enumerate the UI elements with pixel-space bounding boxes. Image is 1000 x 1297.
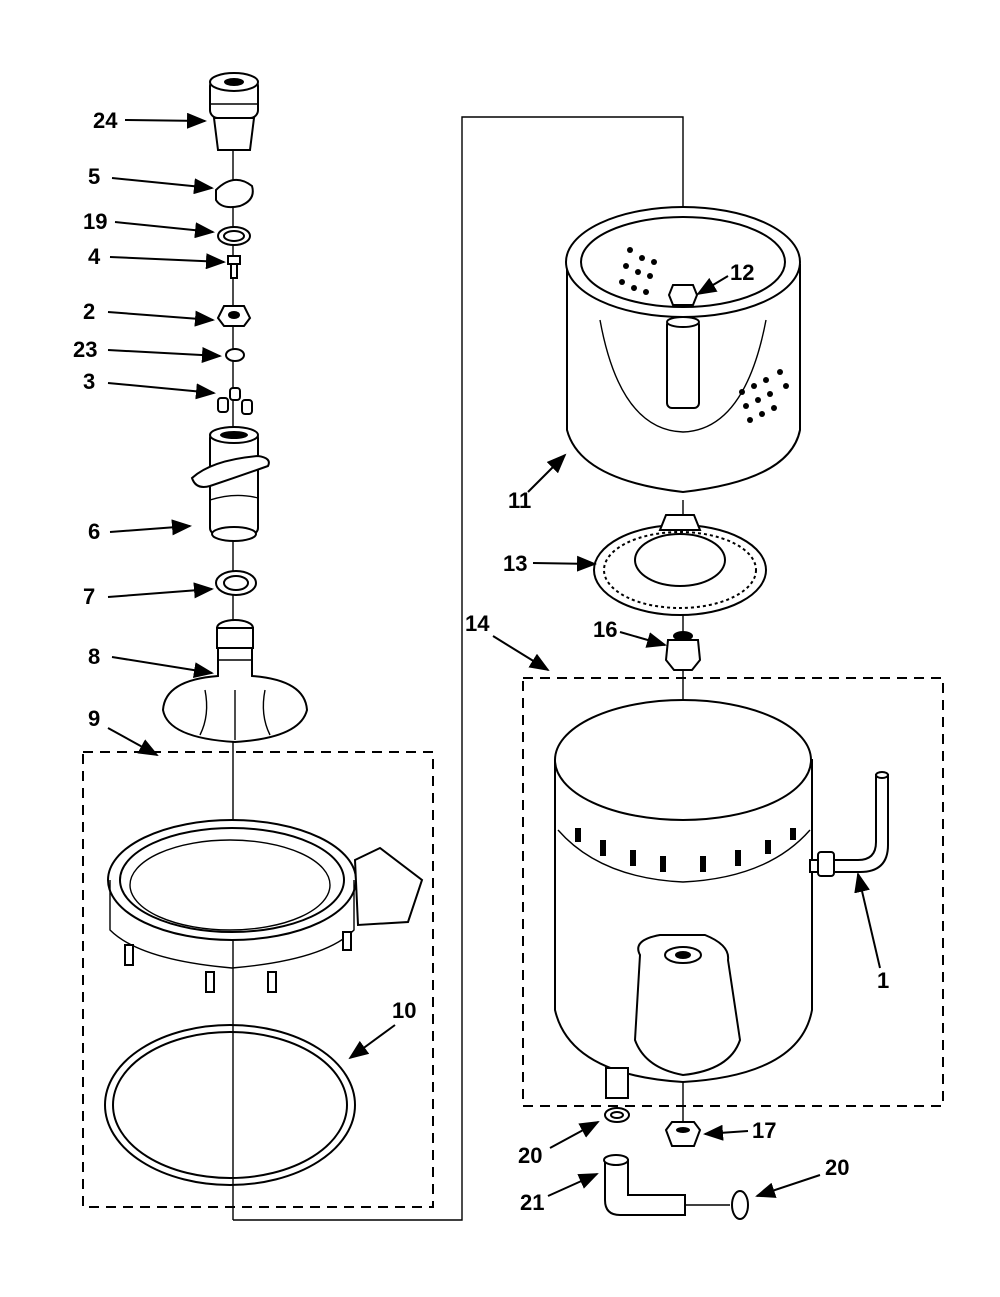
svg-text:8: 8: [88, 644, 100, 669]
callout-20-upper: 20: [518, 1121, 600, 1168]
hub-nut-part-16: [664, 631, 702, 671]
svg-text:16: 16: [593, 617, 617, 642]
svg-text:13: 13: [503, 551, 527, 576]
svg-text:5: 5: [88, 164, 100, 189]
callout-14: 14: [465, 611, 550, 672]
svg-text:9: 9: [88, 706, 100, 731]
callout-1: 1: [854, 872, 889, 993]
svg-text:14: 14: [465, 611, 490, 636]
svg-text:2: 2: [83, 299, 95, 324]
clamp-part-20-lower: [731, 1190, 749, 1220]
svg-text:3: 3: [83, 369, 95, 394]
auger-part-6: [190, 426, 270, 542]
callout-13: 13: [503, 551, 597, 576]
outer-tub-part-14: [554, 699, 813, 1084]
bolt-part-4: [227, 255, 241, 279]
callout-9: 9: [88, 706, 159, 756]
nut-part-2: [216, 305, 252, 327]
svg-text:12: 12: [730, 260, 754, 285]
agitator-base-part-8: [161, 619, 309, 744]
callout-23: 23: [73, 337, 222, 364]
assembly-box-9: [82, 751, 434, 1208]
dog-part-3: [217, 387, 253, 415]
svg-text:11: 11: [508, 488, 531, 513]
svg-text:1: 1: [877, 968, 889, 993]
callout-12: 12: [696, 260, 754, 296]
callout-5: 5: [88, 164, 214, 195]
svg-text:21: 21: [520, 1190, 544, 1215]
callout-4: 4: [88, 244, 226, 270]
callout-6: 6: [88, 519, 192, 544]
bearing-part-7: [215, 570, 257, 596]
callout-17: 17: [703, 1118, 776, 1143]
svg-text:19: 19: [83, 209, 107, 234]
svg-text:6: 6: [88, 519, 100, 544]
elbow-hose-part-21: [603, 1154, 730, 1216]
clamp-part-20-upper: [604, 1107, 630, 1123]
washer-part-23: [225, 348, 245, 362]
nut-part-17: [664, 1121, 702, 1147]
svg-text:17: 17: [752, 1118, 776, 1143]
wash-basket-part-11: [565, 206, 801, 494]
callout-24: 24: [93, 108, 207, 133]
callout-7: 7: [83, 582, 214, 609]
callout-11: 11: [508, 453, 567, 513]
svg-text:23: 23: [73, 337, 97, 362]
callout-10: 10: [348, 998, 416, 1060]
cam-part-5: [215, 179, 254, 209]
agitator-cap-part-24: [209, 72, 259, 151]
callout-19: 19: [83, 209, 215, 239]
callout-16: 16: [593, 617, 667, 648]
ring-part-19: [217, 226, 251, 246]
callout-3: 3: [83, 369, 216, 400]
callout-2: 2: [83, 299, 215, 327]
svg-text:10: 10: [392, 998, 416, 1023]
svg-text:20: 20: [518, 1143, 542, 1168]
svg-text:20: 20: [825, 1155, 849, 1180]
callout-8: 8: [88, 644, 214, 679]
tub-ring-part-9: [107, 819, 424, 993]
seal-ring-part-10: [104, 1024, 356, 1186]
drive-plate-part-13: [593, 514, 767, 616]
drain-outlet: [605, 1067, 629, 1099]
callout-20-lower: 20: [755, 1155, 849, 1198]
svg-text:24: 24: [93, 108, 118, 133]
hose-part-1: [809, 771, 889, 877]
assembly-box-14: [522, 677, 944, 1107]
svg-text:7: 7: [83, 584, 95, 609]
svg-text:4: 4: [88, 244, 101, 269]
callout-21: 21: [520, 1173, 599, 1215]
